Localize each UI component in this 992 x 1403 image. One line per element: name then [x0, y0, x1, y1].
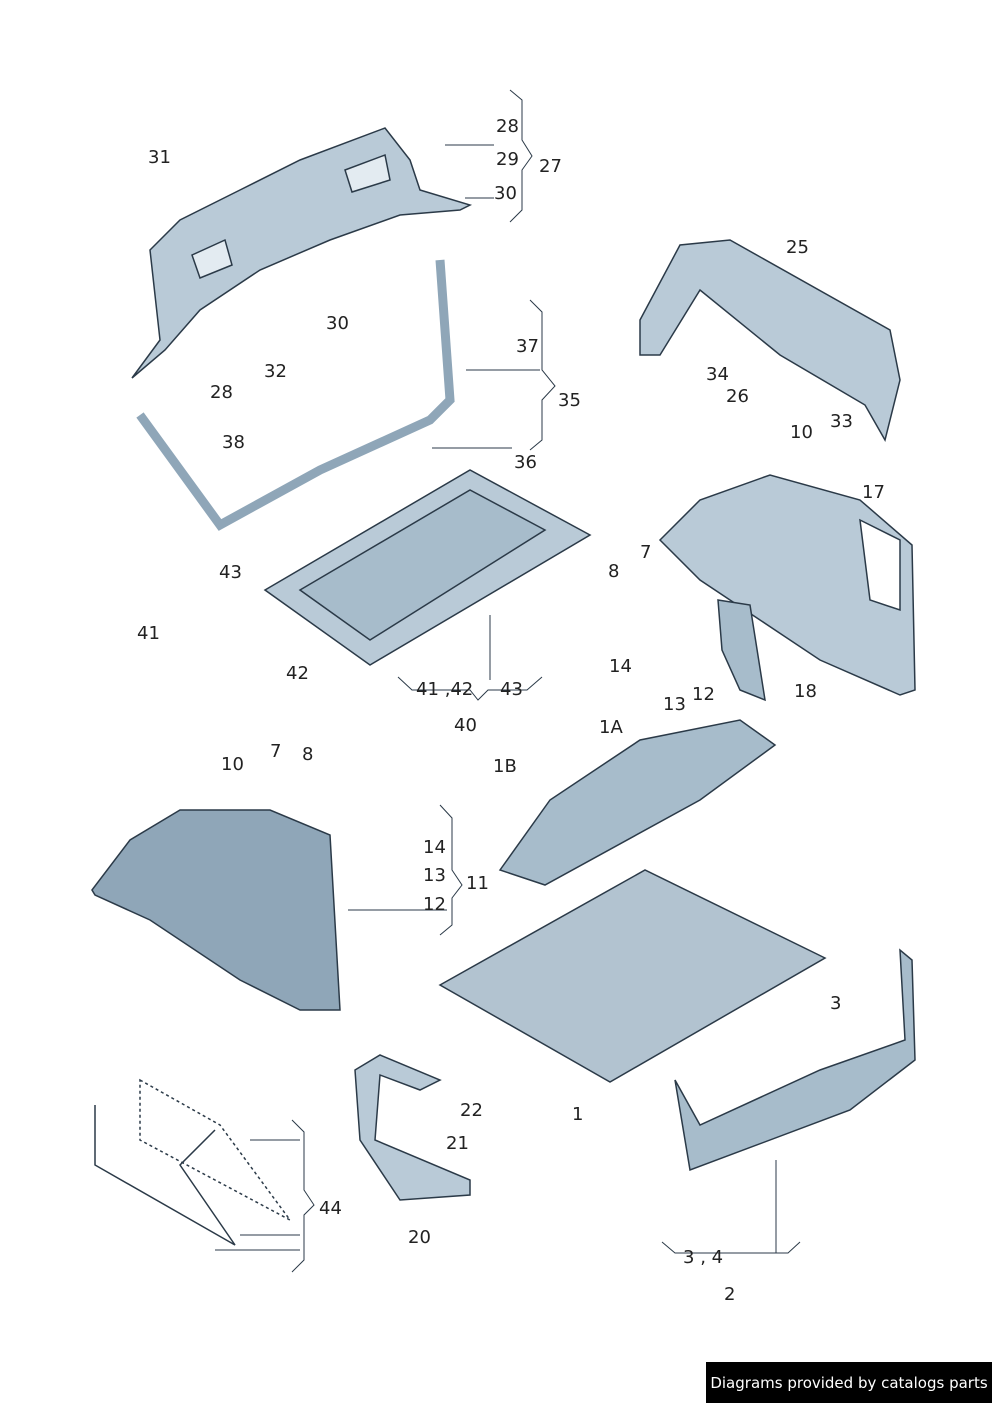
- net-44: [94, 1078, 291, 1246]
- handle-20: [354, 1054, 471, 1201]
- callout-12: 12: [692, 684, 715, 705]
- callout-7: 7: [270, 741, 282, 762]
- callout-28: 28: [496, 116, 519, 137]
- callout-8: 8: [608, 561, 620, 582]
- callout-1: 1: [572, 1104, 584, 1125]
- callout-29: 29: [496, 149, 519, 170]
- callout-11: 11: [466, 873, 489, 894]
- callout-42: 42: [286, 663, 309, 684]
- callout-41: 41: [137, 623, 160, 644]
- callout-27: 27: [539, 156, 562, 177]
- callout-40: 40: [454, 715, 477, 736]
- callout-1B: 1B: [493, 756, 517, 777]
- luggage-cover-board: [263, 469, 592, 666]
- callout-31: 31: [148, 147, 171, 168]
- callout-1A: 1A: [599, 717, 623, 738]
- floor-cover-1A: [498, 719, 777, 886]
- callout-18: 18: [794, 681, 817, 702]
- callout-25: 25: [786, 237, 809, 258]
- callout-13: 13: [423, 865, 446, 886]
- callout-8: 8: [302, 744, 314, 765]
- leader-lines: [215, 89, 801, 1273]
- callout-2: 2: [724, 1284, 736, 1305]
- callout-36: 36: [514, 452, 537, 473]
- callout-28: 28: [210, 382, 233, 403]
- callout-10: 10: [221, 754, 244, 775]
- attribution-banner: Diagrams provided by catalogs parts: [706, 1362, 992, 1403]
- callout-30: 30: [494, 183, 517, 204]
- callout-30: 30: [326, 313, 349, 334]
- callout-3-4: 3 ‚ 4: [683, 1247, 724, 1268]
- side-trim-left-11: [91, 809, 341, 1011]
- callout-43: 43: [500, 679, 523, 700]
- callout-21: 21: [446, 1133, 469, 1154]
- callout-3: 3: [830, 993, 842, 1014]
- callout-43: 43: [219, 562, 242, 583]
- callout-17: 17: [862, 482, 885, 503]
- callout-12: 12: [423, 894, 446, 915]
- callout-41-42: 41 ‚42: [416, 679, 474, 700]
- callout-13: 13: [663, 694, 686, 715]
- callout-35: 35: [558, 390, 581, 411]
- callout-44: 44: [319, 1198, 342, 1219]
- parcel-shelf-panel: [131, 127, 473, 379]
- side-trim-right-17: [658, 474, 916, 702]
- sill-trim-2: [674, 948, 916, 1172]
- trim-frame: [136, 259, 455, 531]
- callout-34: 34: [706, 364, 729, 385]
- callout-20: 20: [408, 1227, 431, 1248]
- callout-37: 37: [516, 336, 539, 357]
- callout-7: 7: [640, 542, 652, 563]
- callout-14: 14: [609, 656, 632, 677]
- callout-38: 38: [222, 432, 245, 453]
- callout-26: 26: [726, 386, 749, 407]
- callout-22: 22: [460, 1100, 483, 1121]
- callout-14: 14: [423, 837, 446, 858]
- callout-33: 33: [830, 411, 853, 432]
- callout-32: 32: [264, 361, 287, 382]
- upper-trim-25: [639, 239, 901, 442]
- callout-10: 10: [790, 422, 813, 443]
- floor-mat-1: [438, 869, 827, 1083]
